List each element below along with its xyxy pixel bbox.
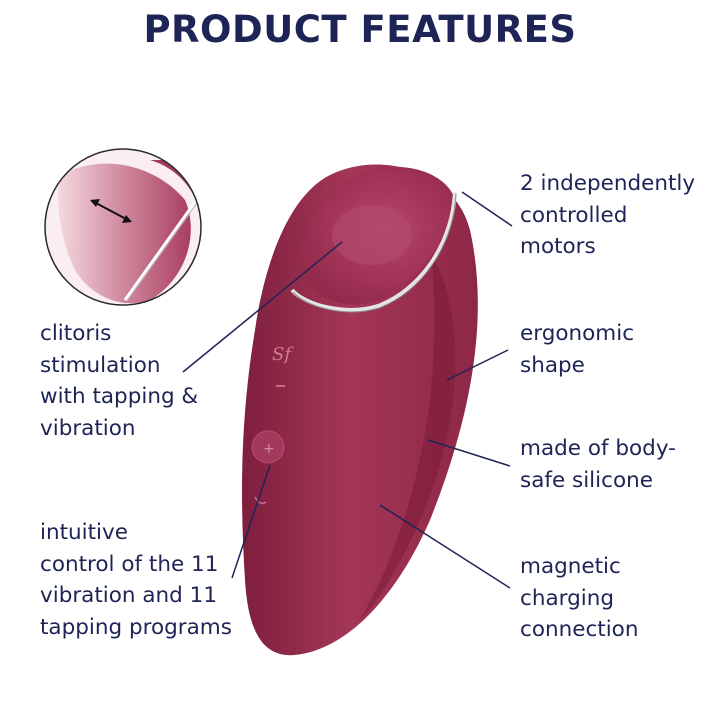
plus-button xyxy=(251,430,285,464)
minus-button xyxy=(276,385,285,387)
device-logo: Sf xyxy=(272,344,294,365)
device-body xyxy=(242,164,478,656)
callout-line-magnetic xyxy=(379,504,511,589)
callout-line-control xyxy=(231,464,271,579)
feature-two-motors: 2 independently controlled motors xyxy=(520,171,696,259)
device-side-shade xyxy=(360,250,456,620)
feature-intuitive-control: intuitive control of the 11 vibration an… xyxy=(40,520,232,640)
feature-ergonomic-shape: ergonomic shape xyxy=(520,321,635,378)
feature-body-safe-silicone: made of body- safe silicone xyxy=(520,436,676,493)
silver-ring xyxy=(290,191,457,312)
callout-line-silicone xyxy=(427,439,511,467)
feature-clitoris-stimulation: clitoris stimulation with tapping & vibr… xyxy=(40,321,199,441)
double-arrow-icon xyxy=(90,199,132,223)
tapping-pad xyxy=(332,205,412,265)
callout-line-ergonomic xyxy=(446,349,509,381)
callout-line-clitoris xyxy=(182,241,343,373)
callout-line-motors xyxy=(461,191,513,227)
magnifier-circle xyxy=(44,148,202,306)
power-button xyxy=(254,496,267,505)
svg-text:+: + xyxy=(263,441,275,457)
feature-magnetic-charging: magnetic charging connection xyxy=(520,554,639,642)
page-title: PRODUCT FEATURES xyxy=(143,8,577,51)
